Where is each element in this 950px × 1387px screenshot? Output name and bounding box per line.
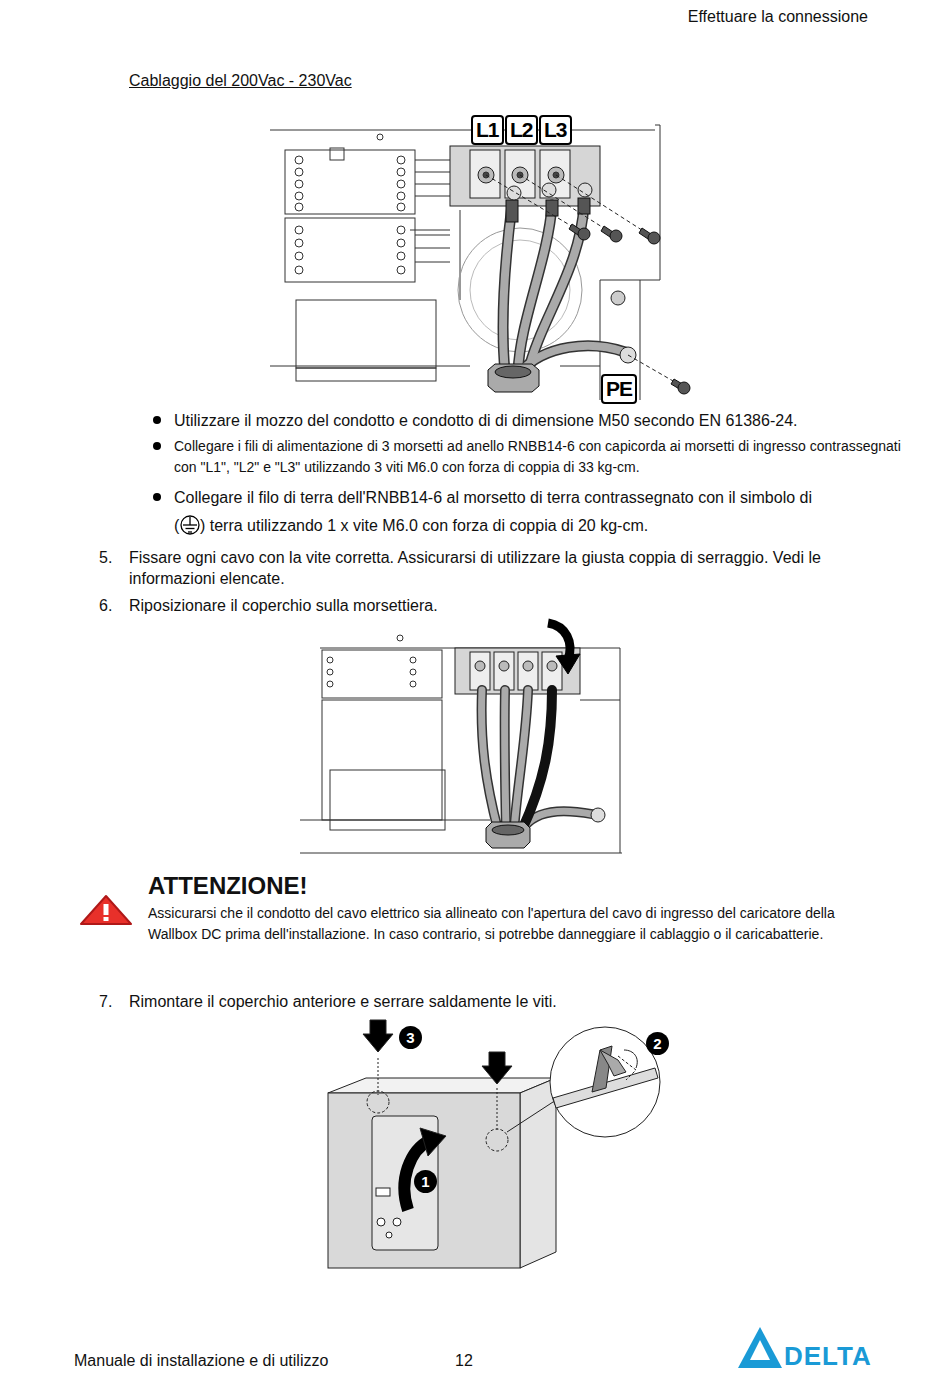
step-text: Riposizionare il coperchio sulla morsett… (129, 595, 874, 616)
delta-logo-mark (738, 1327, 782, 1368)
callout-number: 2 (646, 1032, 669, 1055)
brand-logo: DELTA (784, 1341, 904, 1371)
step-number: 7. (99, 991, 127, 1012)
bullet-dots (153, 416, 161, 501)
bullet-text: Collegare i fili di alimentazione di 3 m… (174, 436, 904, 478)
callout-text: 3 (406, 1029, 414, 1046)
warning-icon (81, 896, 131, 924)
step-number: 6. (99, 595, 127, 616)
bullet-text: ( (174, 515, 184, 536)
terminal-tag: L1 (471, 115, 504, 145)
warning-heading: ATTENZIONE! (148, 872, 548, 900)
warning-text: Assicurarsi che il condotto del cavo ele… (148, 903, 868, 945)
bullet-text: Utilizzare il mozzo del condotto e condo… (174, 410, 914, 431)
wiring-figure-2 (300, 623, 622, 853)
callout-number: 1 (414, 1170, 437, 1193)
bullet-text: Collegare il filo di terra dell'RNBB14-6… (174, 487, 914, 508)
callout-text: 2 (653, 1035, 661, 1052)
bullet-text: ) terra utilizzando 1 x vite M6.0 con fo… (200, 515, 900, 536)
tag-text: L3 (544, 118, 567, 141)
tag-text: PE (606, 377, 632, 400)
page-number: 12 (455, 1350, 495, 1371)
terminal-tag: PE (601, 374, 637, 404)
section-title: Cablaggio del 200Vac - 230Vac (129, 70, 352, 91)
step-text: Fissare ogni cavo con la vite corretta. … (129, 547, 874, 589)
callout-number: 3 (399, 1026, 422, 1049)
cover-figure-3 (328, 1020, 660, 1268)
terminal-tag: L2 (505, 115, 538, 145)
tag-text: L1 (476, 118, 499, 141)
step-text: Rimontare il coperchio anteriore e serra… (129, 991, 874, 1012)
callout-text: 1 (421, 1173, 429, 1190)
step-number: 5. (99, 547, 127, 568)
terminal-tag: L3 (539, 115, 572, 145)
tag-text: L2 (510, 118, 533, 141)
footer-text: Manuale di installazione e di utilizzo (74, 1350, 394, 1371)
ground-symbol (181, 516, 199, 534)
running-header: Effettuare la connessione (600, 6, 868, 27)
wiring-figure-1 (270, 125, 690, 400)
